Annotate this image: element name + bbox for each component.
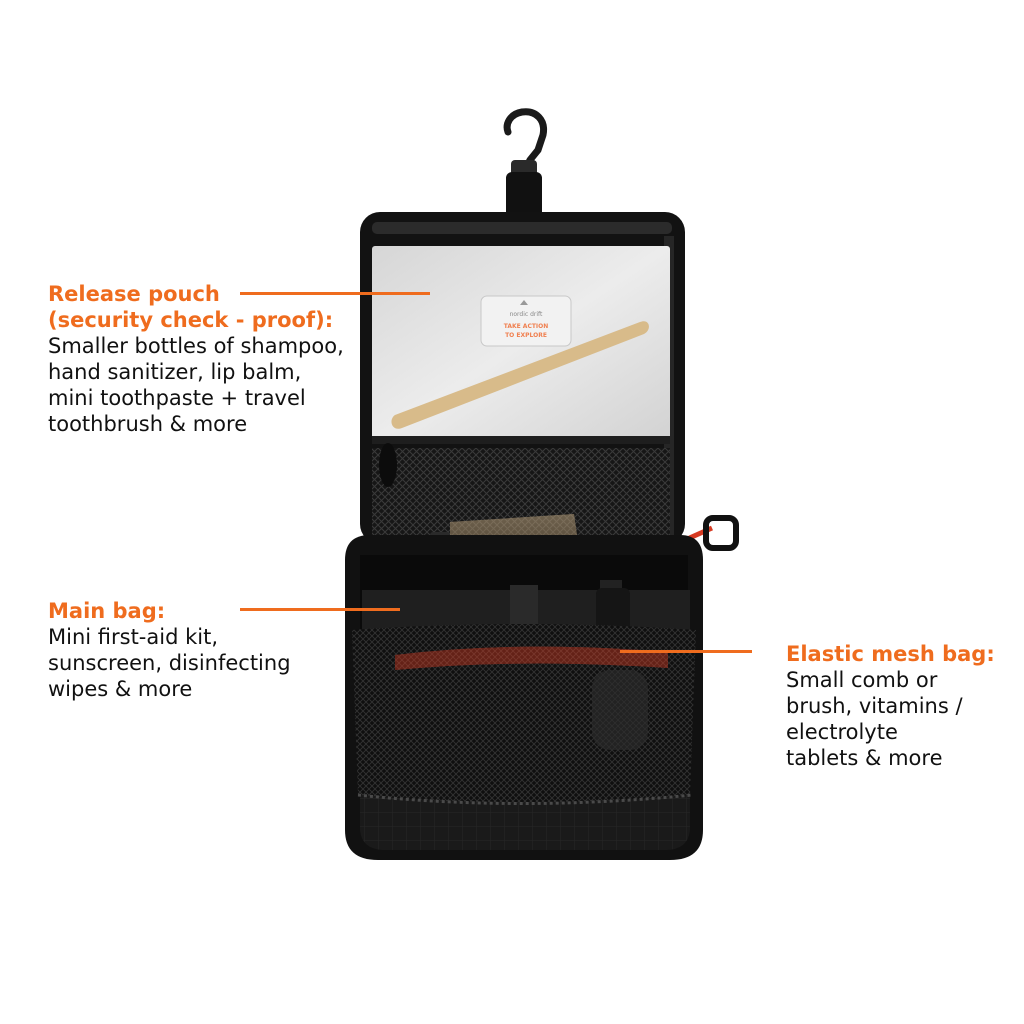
- elastic-mesh-pocket: [352, 624, 696, 803]
- mountain-logo-icon: [520, 300, 528, 305]
- elastic-mesh-bag-body-line: electrolyte: [786, 720, 898, 744]
- release-pouch-body-line: toothbrush & more: [48, 412, 248, 436]
- release-pouch-leader-line: [240, 292, 430, 295]
- toothbrush: [391, 321, 649, 429]
- release-pouch-heading-line-2: (security check - proof):: [48, 308, 334, 332]
- elastic-mesh-bag-body-line: brush, vitamins /: [786, 694, 963, 718]
- main-bag: [345, 535, 703, 860]
- main-bag-annotation: Main bag: Mini first-aid kit, sunscreen,…: [48, 598, 291, 702]
- elastic-mesh-bag-body-line: Small comb or: [786, 668, 938, 692]
- release-pouch: nordic drift TAKE ACTION TO EXPLORE: [372, 246, 670, 444]
- main-bag-body-line: Mini first-aid kit,: [48, 625, 218, 649]
- release-pouch-body-line: hand sanitizer, lip balm,: [48, 360, 302, 384]
- release-pouch-annotation: Release pouch (security check - proof): …: [48, 281, 344, 437]
- main-bag-body-line: sunscreen, disinfecting: [48, 651, 291, 675]
- elastic-mesh-bag-heading: Elastic mesh bag:: [786, 642, 995, 666]
- card-tagline-2: TO EXPLORE: [505, 332, 547, 339]
- release-pouch-heading-line-1: Release pouch: [48, 282, 220, 306]
- main-bag-body-line: wipes & more: [48, 677, 193, 701]
- hanging-hook-icon: [503, 108, 548, 218]
- card-brand: nordic drift: [510, 311, 543, 318]
- main-bag-heading: Main bag:: [48, 599, 166, 623]
- main-bag-leader-line: [240, 608, 400, 611]
- mesh-bag-leader-line: [620, 650, 752, 653]
- release-pouch-body-line: mini toothpaste + travel: [48, 386, 306, 410]
- release-pouch-body-line: Smaller bottles of shampoo,: [48, 334, 344, 358]
- elastic-mesh-bag-body-line: tablets & more: [786, 746, 943, 770]
- elastic-mesh-bag-annotation: Elastic mesh bag: Small comb or brush, v…: [786, 641, 995, 771]
- card-tagline-1: TAKE ACTION: [504, 323, 549, 330]
